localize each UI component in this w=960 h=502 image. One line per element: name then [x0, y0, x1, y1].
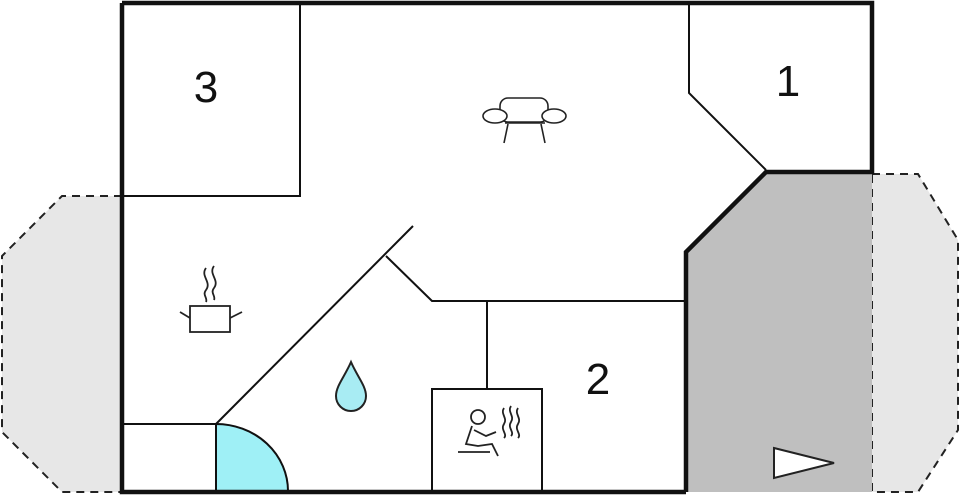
right-terrace — [871, 173, 959, 493]
sofa-icon — [482, 97, 567, 144]
room-label-1: 1 — [776, 57, 800, 106]
covered-area — [686, 172, 872, 492]
cooking-pot-icon — [179, 265, 243, 333]
sauna-icon — [458, 405, 521, 457]
entrance-arrow-icon — [773, 446, 835, 480]
shower-area — [215, 422, 290, 492]
exterior-walls — [119, 0, 875, 495]
left-terrace — [1, 195, 123, 493]
water-drop-icon — [334, 359, 368, 412]
room-label-3: 3 — [194, 63, 218, 112]
room-label-2: 2 — [586, 355, 610, 404]
